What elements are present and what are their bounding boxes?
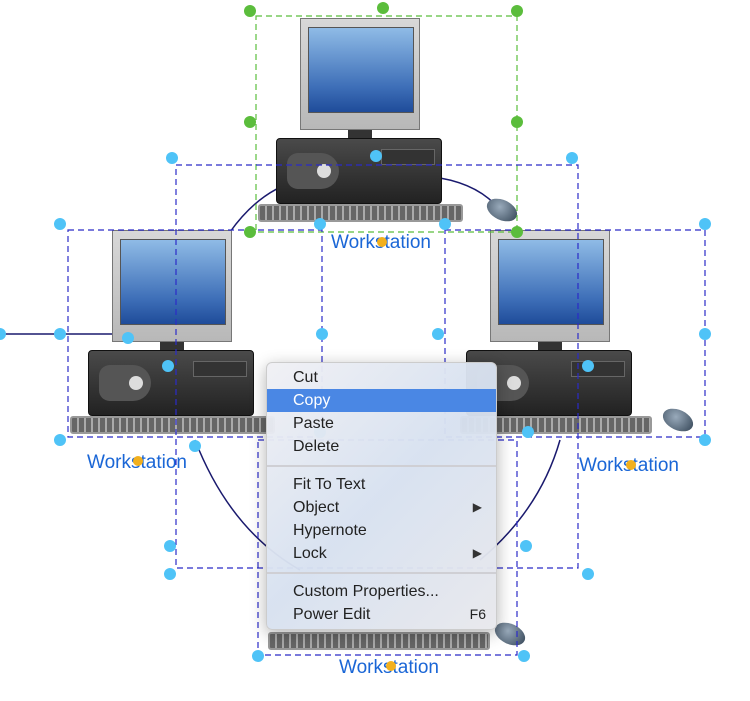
menu-item-custom-properties[interactable]: Custom Properties... [267,580,496,603]
submenu-arrow-icon: ▶ [472,546,482,560]
workstation-bottom[interactable] [268,446,529,651]
menu-item-hypernote[interactable]: Hypernote [267,519,496,542]
monitor [490,230,610,342]
menu-item-paste[interactable]: Paste [267,412,496,435]
menu-item-copy[interactable]: Copy [267,389,496,412]
monitor [112,230,232,342]
computer-tower [88,350,254,416]
keyboard [268,632,490,650]
menu-item-fit-to-text[interactable]: Fit To Text [267,473,496,496]
workstation-top[interactable] [258,18,521,258]
computer-tower [276,138,442,204]
menu-label: Fit To Text [293,476,366,493]
submenu-arrow-icon: ▶ [472,500,482,514]
menu-item-power-edit[interactable]: Power Edit F6 [267,603,496,626]
menu-label: Delete [293,438,340,455]
menu-item-cut[interactable]: Cut [267,366,496,389]
menu-label: Hypernote [293,522,367,539]
context-menu[interactable]: Cut Copy Paste Delete Fit To Text Object… [266,362,497,630]
menu-label: Paste [293,415,334,432]
menu-label: Power Edit [293,606,371,623]
menu-separator [267,572,496,574]
menu-label: Lock [293,545,327,562]
text-handle-icons [133,237,636,671]
menu-separator [267,465,496,467]
keyboard [258,204,463,222]
workstation-left[interactable] [70,230,310,470]
menu-label: Custom Properties... [293,583,439,600]
selection-handles-green [244,2,523,238]
monitor [300,18,420,130]
menu-label: Cut [293,369,318,386]
selection-handles-blue [0,150,711,662]
shortcut-label: F6 [469,606,486,622]
menu-item-delete[interactable]: Delete [267,435,496,458]
menu-item-object[interactable]: Object ▶ [267,496,496,519]
menu-item-lock[interactable]: Lock ▶ [267,542,496,565]
menu-label: Object [293,499,340,516]
menu-label: Copy [293,392,331,409]
